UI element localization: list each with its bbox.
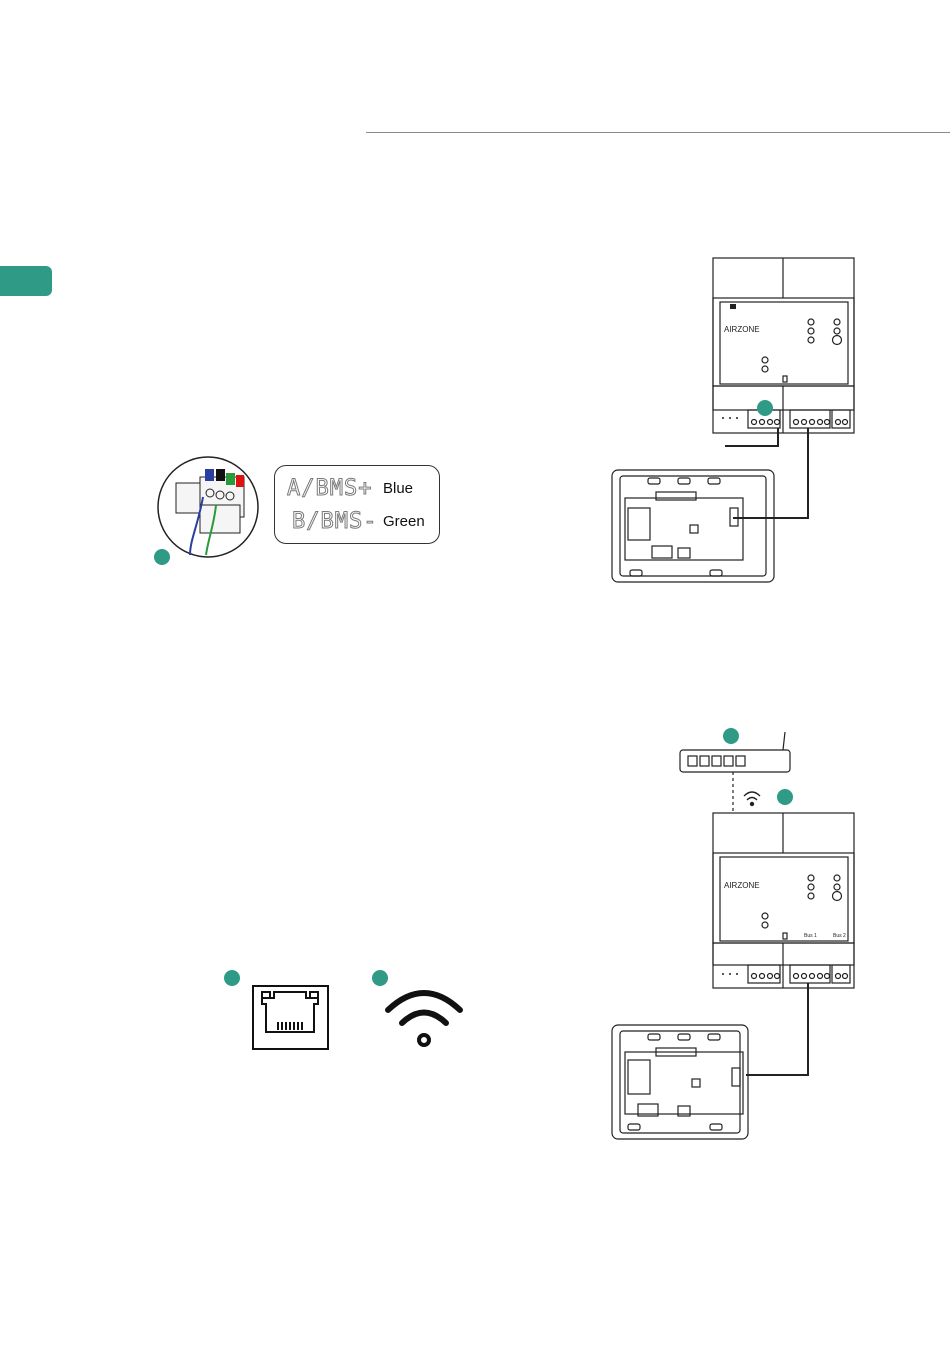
ethernet-marker xyxy=(224,970,240,986)
webserver-device-top xyxy=(713,258,854,433)
bus2-label: Bus 2 xyxy=(833,933,846,939)
wifi-marker-small xyxy=(777,789,793,805)
thermostat-board-bottom xyxy=(612,1025,748,1139)
section-tab xyxy=(0,266,52,296)
connector-marker-top xyxy=(757,400,773,416)
top-device-diagram: AIRZONE xyxy=(600,250,870,595)
wifi-icon xyxy=(366,970,476,1052)
terminal-b-label: B/BMS- xyxy=(292,509,377,534)
airzone-logo-bottom: AIRZONE xyxy=(724,881,760,890)
airzone-logo-top: AIRZONE xyxy=(724,325,760,334)
connector-closeup xyxy=(148,455,268,570)
wiring-legend: A/BMS+ Blue B/BMS- Green xyxy=(274,465,440,544)
wifi-small-icon xyxy=(744,792,760,806)
webserver-device-bottom xyxy=(713,813,854,988)
ethernet-port-icon xyxy=(222,970,332,1052)
wire-green-label: Green xyxy=(383,513,425,530)
wire-blue-label: Blue xyxy=(383,480,413,497)
thermostat-board-top xyxy=(612,470,774,582)
connector-marker-closeup xyxy=(154,549,170,565)
terminal-a-label: A/BMS+ xyxy=(287,476,372,501)
router-marker xyxy=(723,728,739,744)
bottom-device-diagram: AIRZONE Bus 1 Bus 2 xyxy=(600,720,870,1145)
wifi-marker xyxy=(372,970,388,986)
header-rule xyxy=(366,132,950,133)
bus1-label: Bus 1 xyxy=(804,933,817,939)
